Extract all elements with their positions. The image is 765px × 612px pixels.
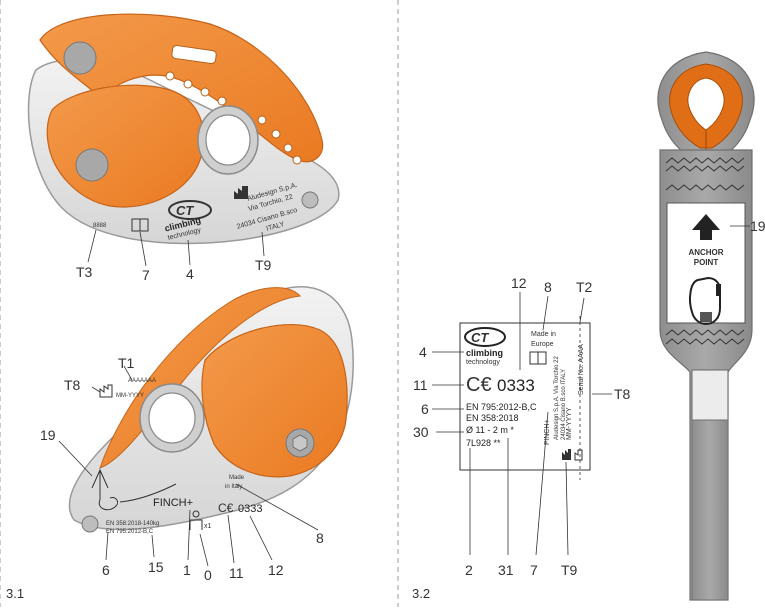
norm-line-1: EN 358:2018-140kg	[106, 521, 159, 527]
cam-slot	[171, 45, 217, 64]
panel-id-right: 3.2	[412, 586, 430, 601]
callout-30: 30	[413, 424, 429, 440]
hex-head	[292, 434, 308, 452]
svg-text:CT: CT	[471, 330, 489, 345]
bottom-small-rivet	[81, 515, 99, 533]
callout-12-label: 12	[511, 275, 527, 291]
bottom-orange-cam	[201, 323, 348, 478]
maker-line-4: ITALY	[266, 221, 286, 233]
lower-strap	[691, 419, 729, 601]
label-norm-2: EN 358:2018	[466, 413, 519, 423]
callout-0: 0	[204, 567, 212, 583]
panel-id-left: 3.1	[6, 586, 24, 601]
lower-rivet	[75, 148, 109, 182]
anchor-text-2: POINT	[694, 258, 719, 267]
label-leaders	[432, 292, 612, 556]
person-icon	[189, 510, 203, 530]
device-bottom: AAAAAAA MM-YYYY FINCH+ Made in Italy C€ …	[40, 285, 354, 583]
top-serial: 8888	[93, 223, 107, 229]
date-icon	[99, 384, 113, 398]
product-label: CT climbing technology Made in Europe C€…	[413, 275, 631, 578]
label-ce-mark: C€	[466, 374, 492, 396]
callout-12-bottom: 12	[268, 562, 284, 578]
top-rivet	[63, 41, 97, 75]
small-rivet	[301, 191, 319, 209]
bottom-leaders	[58, 365, 319, 567]
made-1: Made	[229, 475, 245, 481]
bottom-model: FINCH+	[153, 497, 193, 509]
callout-1: 1	[183, 562, 191, 578]
top-leaders	[87, 229, 265, 267]
callout-t8-label: T8	[614, 386, 631, 402]
norm-line-2: EN 795:2012-B,C	[106, 529, 154, 535]
callout-8-bottom: 8	[316, 530, 324, 546]
label-norm-1: EN 795:2012-B,C	[466, 402, 537, 412]
callout-7-label: 7	[530, 562, 538, 578]
up-arrow-icon	[692, 214, 720, 240]
loop-opening	[687, 77, 725, 131]
stitch-zigzags	[665, 157, 745, 345]
label-made-1: Made in	[531, 331, 556, 338]
callout-4-label: 4	[419, 344, 427, 360]
person-count: x1	[204, 523, 212, 530]
carabiner-icon	[689, 276, 721, 326]
label-maker-2: 24034 Cisano B.sco ITALY	[561, 369, 567, 440]
guide-holes	[165, 71, 302, 165]
label-maker-1: Aludesign S.p.A. Via Torchio 22	[554, 356, 560, 440]
hand-arrow-icon	[91, 468, 119, 511]
callout-6-label: 6	[421, 401, 429, 417]
made-2: in Italy	[225, 484, 242, 490]
label-brand-1: climbing	[466, 348, 503, 358]
label-serial: Serial No. AAAA	[578, 344, 585, 395]
label-date-code: MM-YYYY	[566, 407, 573, 440]
manufacturer-icon	[234, 186, 248, 199]
label-factory-icon	[562, 449, 571, 460]
callout-t8-bottom: T8	[64, 377, 81, 393]
callout-t3: T3	[76, 264, 93, 280]
label-lot: 7L928 **	[466, 438, 501, 448]
svg-text:CT: CT	[176, 203, 194, 218]
label-model: FINCH+	[544, 420, 551, 445]
label-date-icon	[574, 449, 583, 461]
callout-4-top: 4	[186, 266, 194, 282]
device-top: 8888 CT climbing technology Aludesign S.…	[27, 13, 340, 283]
callout-t1: T1	[118, 355, 135, 371]
bottom-date-code: MM-YYYY	[116, 393, 144, 399]
label-made-2: Europe	[531, 341, 554, 348]
label-brand-2: technology	[466, 359, 500, 366]
callout-7-top: 7	[142, 267, 150, 283]
arrow-curve	[119, 483, 177, 503]
callout-19-anchor: 19	[750, 218, 765, 234]
anchor-sling: ANCHOR POINT 19	[657, 51, 765, 601]
label-ce-number: 0333	[497, 376, 535, 395]
callout-t2: T2	[576, 279, 593, 295]
label-ct-logo: CT	[464, 327, 506, 347]
callout-19-bottom: 19	[40, 427, 56, 443]
callout-15: 15	[148, 559, 164, 575]
callout-t9-top: T9	[255, 257, 272, 273]
label-border	[459, 322, 591, 471]
callout-6-bottom: 6	[102, 562, 110, 578]
label-book-icon	[529, 351, 547, 365]
batch-code: AAAAAAA	[128, 378, 156, 384]
callout-11-label: 11	[413, 377, 428, 393]
callout-2: 2	[465, 562, 473, 578]
bottom-rope-hole	[148, 392, 196, 444]
bottom-ce-number: 0333	[238, 503, 262, 515]
book-icon	[131, 218, 149, 232]
callout-t9-label: T9	[561, 562, 578, 578]
ct-logo: CT	[168, 200, 212, 220]
callout-31: 31	[498, 562, 514, 578]
sling-sleeve	[691, 369, 729, 421]
label-diameter: Ø 11 - 2 m *	[466, 425, 514, 435]
rope-hole	[205, 114, 251, 166]
callout-11-bottom: 11	[229, 565, 244, 581]
callout-8-label: 8	[544, 279, 552, 295]
bottom-ce-mark: C€	[218, 501, 234, 515]
anchor-text-1: ANCHOR	[688, 248, 723, 257]
